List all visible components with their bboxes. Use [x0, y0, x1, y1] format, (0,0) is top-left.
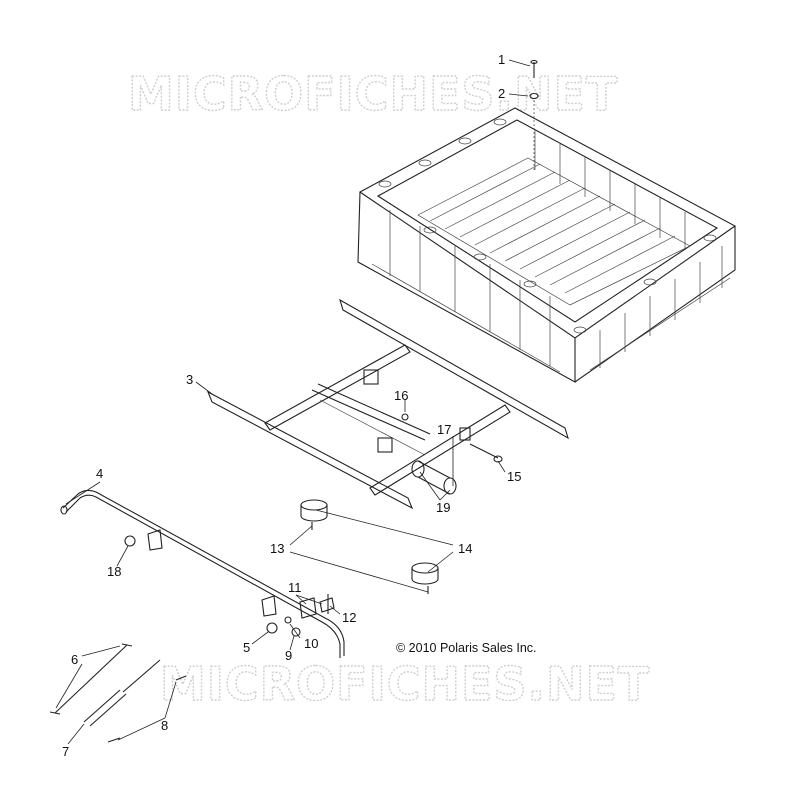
callout-15: 15	[507, 469, 521, 484]
gas-strut-part-7	[83, 659, 161, 727]
washer-part-2	[529, 92, 539, 100]
clamp-part-11b	[319, 597, 335, 613]
callout-1: 1	[498, 52, 505, 67]
copyright-text: © 2010 Polaris Sales Inc.	[396, 641, 537, 655]
callout-6: 6	[71, 652, 78, 667]
bushing-part-17	[411, 460, 457, 495]
pad-part-14a	[300, 499, 328, 522]
leader-lines	[55, 59, 531, 745]
callout-5: 5	[243, 640, 250, 655]
callout-19: 19	[436, 500, 450, 515]
pad-part-14b	[411, 562, 439, 585]
callout-9: 9	[285, 648, 292, 663]
nut-part-9	[291, 627, 301, 637]
callout-2: 2	[498, 86, 505, 101]
fitting-part-8b	[107, 737, 121, 743]
tube-part-4	[60, 489, 345, 658]
callout-10: 10	[304, 636, 318, 651]
cargo-box	[357, 107, 737, 383]
clip-part-18	[124, 535, 136, 547]
callout-3: 3	[186, 372, 193, 387]
bracket-left	[147, 529, 163, 551]
callout-11: 11	[288, 580, 302, 595]
watermark-top: MICROFICHES.NET	[128, 67, 618, 121]
callout-8: 8	[161, 718, 168, 733]
pin-part-6	[49, 643, 133, 715]
callout-12: 12	[342, 610, 356, 625]
bolt-part-1	[530, 59, 538, 78]
bushing-part-5	[266, 622, 278, 634]
callout-16: 16	[394, 388, 408, 403]
subframe-part-3	[206, 298, 569, 510]
callout-13: 13	[270, 541, 284, 556]
nut-part-16	[401, 413, 409, 421]
callout-14: 14	[458, 541, 472, 556]
washer-part-10	[284, 616, 292, 624]
callout-7: 7	[62, 744, 69, 759]
bolt-part-15	[469, 443, 503, 463]
callout-4: 4	[96, 466, 103, 481]
bracket-right	[261, 595, 277, 617]
callouts: 1 2 3 4 5 6 7 8 9 10 11 12 13 14 15 16 1…	[62, 52, 521, 759]
fitting-part-8a	[175, 675, 187, 681]
watermark-bottom: MICROFICHES.NET	[160, 657, 650, 711]
callout-18: 18	[107, 564, 121, 579]
callout-17: 17	[437, 422, 451, 437]
